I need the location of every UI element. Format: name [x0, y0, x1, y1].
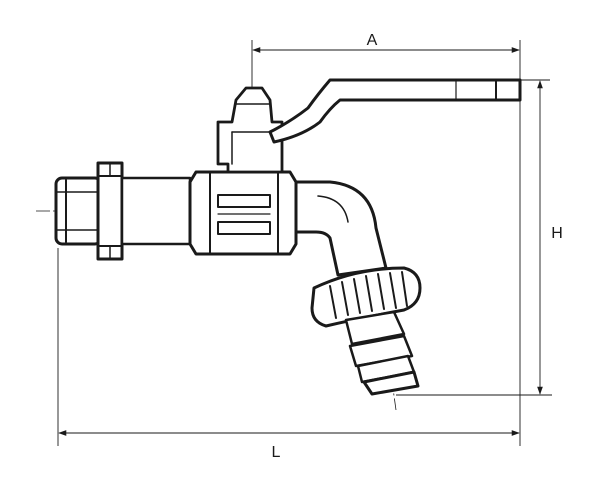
dimension-l-label: L: [272, 444, 281, 461]
hose-tail: [344, 310, 420, 396]
dimension-h: H: [537, 80, 563, 395]
dimension-a: A: [252, 32, 520, 53]
lever-handle: [268, 78, 522, 144]
hex-nut: [96, 161, 124, 261]
extension-lines: [57, 40, 552, 446]
pipe-section: [120, 176, 192, 246]
valve-stem: [216, 86, 284, 174]
dimension-a-label: A: [367, 32, 378, 49]
faucet-body: [54, 78, 522, 396]
dimension-h-label: H: [551, 225, 563, 242]
dimension-l: L: [58, 430, 520, 461]
valve-housing: [188, 170, 298, 256]
inlet-thread: [54, 176, 103, 246]
spout-elbow: [294, 180, 388, 277]
